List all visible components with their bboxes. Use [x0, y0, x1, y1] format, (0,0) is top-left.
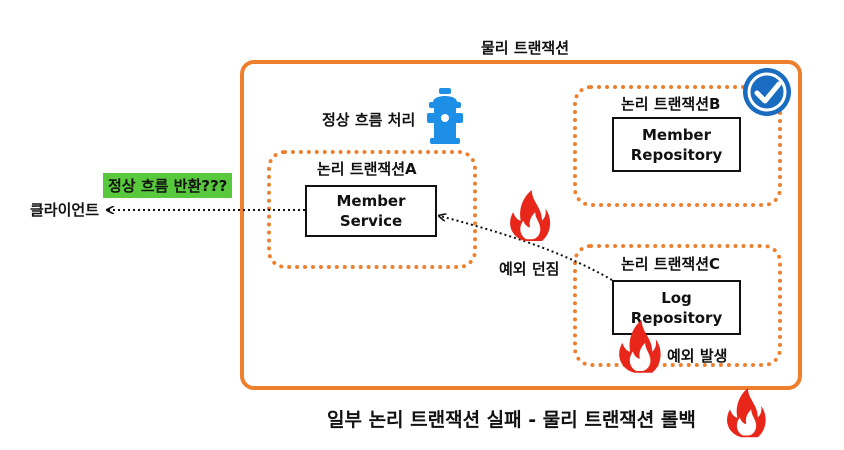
- bottom-caption: 일부 논리 트랜잭션 실패 - 물리 트랜잭션 롤백: [327, 409, 696, 431]
- normal-flow-label: 정상 흐름 처리: [322, 111, 416, 129]
- log-repository-line2: Repository: [630, 308, 723, 327]
- logical-tx-c-box: [573, 244, 782, 367]
- exception-arrow: [440, 216, 613, 281]
- physical-tx-title: 물리 트랜잭션: [481, 39, 570, 57]
- fire-icon: [727, 388, 766, 438]
- client-label: 클라이언트: [30, 201, 100, 219]
- logical-tx-a-label: 논리 트랜잭션A: [317, 160, 417, 178]
- member-service-line2: Service: [339, 212, 403, 230]
- member-repository-line2: Repository: [630, 145, 723, 164]
- exception-throw-label: 예외 던짐: [499, 260, 560, 278]
- member-service-node: Member Service: [305, 185, 437, 237]
- log-repository-node: Log Repository: [612, 280, 741, 335]
- log-repository-line1: Log: [661, 288, 692, 307]
- fire-icon: [510, 190, 551, 241]
- logical-tx-b-label: 논리 트랜잭션B: [621, 95, 721, 113]
- member-repository-node: Member Repository: [612, 117, 741, 172]
- logical-tx-c-label: 논리 트랜잭션C: [621, 255, 721, 273]
- fire-icon: [619, 320, 661, 373]
- return-label: 정상 흐름 반환???: [103, 173, 233, 198]
- fire-hydrant-icon: [427, 88, 463, 144]
- physical-transaction-box: [240, 60, 802, 390]
- member-repository-line1: Member: [641, 125, 712, 144]
- exception-occur-label: 예외 발생: [667, 347, 728, 365]
- member-service-line1: Member: [336, 192, 406, 210]
- check-circle-icon: [743, 68, 791, 116]
- logical-tx-b-box: [573, 85, 782, 207]
